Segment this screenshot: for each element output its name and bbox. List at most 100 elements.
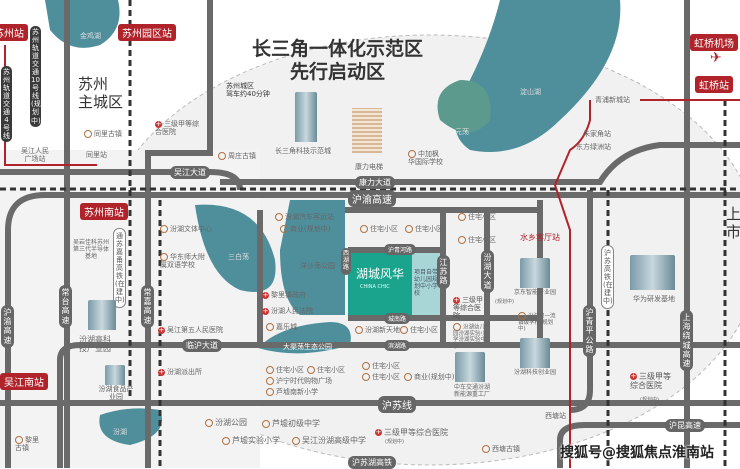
road-huqing: 沪青河路 xyxy=(384,244,417,255)
road-chengnan: 城南路 xyxy=(384,313,411,324)
poi-crrc: 中车交通汾湖新能源重工厂 xyxy=(453,384,490,398)
metro-stop: 西塘站 xyxy=(545,412,566,420)
poi-residential: 住宅小区 xyxy=(362,362,400,370)
road-shanghai-ring: 上海绕城高速 xyxy=(680,310,693,372)
poi-tech-city: 长三角科技示范城 xyxy=(275,147,331,155)
poi-lexiang: 嘉乐城 xyxy=(266,323,297,331)
poi-jd-park: 京东智能产业园 xyxy=(514,289,557,296)
poi-residential: 住宅小区 xyxy=(458,236,496,244)
fenhu-tech2-building-icon xyxy=(520,338,550,368)
poi-gov: 黎里镇政府 xyxy=(262,291,306,299)
poi-fenhu-kinder: 汾湖幼儿园汾湖实验小学汾湖实验中学 xyxy=(453,324,487,350)
poi-school-zx: 中加枫华国际学校 xyxy=(408,150,443,167)
metro-stop: 东方绿洲站 xyxy=(576,143,611,151)
lake-jinji xyxy=(45,0,120,48)
poi-residential: 住宅小区 xyxy=(362,373,400,381)
poi-residential: 住宅小区 xyxy=(266,366,304,374)
poi-residential: 住宅小区 xyxy=(458,213,496,221)
station-wujiang-south[interactable]: 吴江南站 xyxy=(0,373,48,390)
lake-yuandang xyxy=(437,80,491,133)
road-jiangsu: 江苏路 xyxy=(437,255,450,289)
road-linhu: 临沪大道 xyxy=(182,339,222,352)
poi-xitang: 西塘古镇 xyxy=(482,445,520,453)
poi-lucheng-new: 芦墟南新小学 xyxy=(266,388,318,396)
poi-fenhu-culture: 汾湖文体中心 xyxy=(160,225,212,233)
station-hongqiao-airport[interactable]: 虹桥机场 xyxy=(690,34,738,51)
lake-sanbai xyxy=(195,204,276,292)
travel-note: 苏州城区 驾车约40分钟 xyxy=(226,82,270,99)
lake-label: 三白荡 xyxy=(228,253,249,261)
poi-fenhu-tech2: 汾湖科技创业园 xyxy=(514,369,557,376)
poi-yangsha-park: 洋沙荡公园 xyxy=(300,262,335,270)
poi-lili: 黎里古镇 xyxy=(15,436,39,453)
road-xihu: 西湖路 xyxy=(341,248,351,275)
poi-dalai-park: 大渠荡生态公园 xyxy=(283,343,332,351)
poi-residential: 住宅小区 xyxy=(405,225,443,233)
poi-hospital: 三级甲等综合医院 xyxy=(453,296,487,320)
poi-residential: 住宅小区 xyxy=(360,225,398,233)
poi-residential: 住宅小区 xyxy=(307,366,345,374)
poi-commercial: 商业(规划中) xyxy=(404,373,454,381)
crrc-building-icon xyxy=(455,352,485,382)
watermark: 搜狐号@搜狐焦点淮南站 xyxy=(560,445,714,461)
rail-tongsu: 通苏嘉甬高铁(在建中) xyxy=(113,228,126,309)
road-changjia: 常嘉高速 xyxy=(141,285,154,328)
jd-building-icon xyxy=(520,258,550,288)
poi-hospital-note: (规划中) xyxy=(640,397,659,403)
airplane-icon: ✈ xyxy=(710,50,722,66)
lake-dianshan xyxy=(455,0,621,152)
station-suzhou[interactable]: 苏州站 xyxy=(0,24,28,41)
poi-fenhu-tech: 汾湖高科技产业园 xyxy=(79,335,111,354)
lake-label: 元荡 xyxy=(455,128,469,136)
poi-hospital-note: (规划中) xyxy=(385,439,404,445)
poi-hospital-note: (规划中) xyxy=(495,299,514,305)
poi-kangli: 康力电梯 xyxy=(355,163,383,171)
project-block xyxy=(348,250,412,318)
rail-south: 沪苏湖高铁 xyxy=(348,456,396,469)
road-huqingping: 沪青平公路 xyxy=(583,305,596,357)
station-suzhou-south[interactable]: 苏州南站 xyxy=(80,203,128,220)
station-shuixiang[interactable]: 水乡客厅站 xyxy=(520,233,560,242)
district-suzhou: 苏州 主城区 xyxy=(78,75,124,111)
title-line-1: 长三角一体化示范区 xyxy=(252,38,424,60)
poi-residential: 住宅小区 xyxy=(400,326,438,334)
metro-stop: 朱家角站 xyxy=(583,130,611,138)
poi-huawei: 华为研发基地 xyxy=(633,295,675,303)
poi-bus-station: 汾湖汽车客运站 xyxy=(275,213,334,221)
poi-hospital: 三级甲等综合医院 xyxy=(375,428,448,437)
metro-stop: 吴江人民广场站 xyxy=(21,147,49,164)
project-name[interactable]: 湖城风华 xyxy=(355,267,404,281)
poi-hospital: 三级甲等综合医院 xyxy=(630,372,672,390)
poi-tongli: 同里古镇 xyxy=(84,130,122,138)
metro-stop: 青浦新城站 xyxy=(595,96,630,104)
road-husu-line: 沪苏线 xyxy=(378,396,416,413)
road-fenhu-ave: 汾湖大道 xyxy=(481,250,494,293)
poi-wuyan: 吴岩佳科苏州第三代半导体基地 xyxy=(72,239,109,260)
station-suzhou-park[interactable]: 苏州园区站 xyxy=(118,24,176,41)
fenhu-tech-building-icon xyxy=(88,300,116,330)
poi-wujiang-high: 吴江汾湖高级中学 xyxy=(292,436,366,445)
tech-city-building-icon xyxy=(295,92,317,142)
road-kangli-ave: 康力大道 xyxy=(355,176,395,189)
poi-police: 汾湖派出所 xyxy=(158,368,202,376)
project-subname: CHINA CHIC xyxy=(360,284,390,290)
rail-husu: 沪苏高铁(在建中) xyxy=(601,245,614,310)
road-hukun: 沪昆高速 xyxy=(665,419,705,432)
poi-lucheng-mid: 芦墟初级中学 xyxy=(262,419,320,428)
poi-huning-mall: 沪宁时代购物广场 xyxy=(266,377,332,385)
metro-line-4: 苏州轨道交通4号线 xyxy=(1,66,12,143)
poi-commercial: 商业(规划中) xyxy=(280,225,330,233)
poi-food-park: 汾湖食品产业园 xyxy=(98,385,134,402)
road-huyu: 沪渝高速 xyxy=(348,190,396,207)
poi-court: 汾湖人民法院 xyxy=(262,307,313,315)
poi-fenhu-tiandi: 汾湖新天地 xyxy=(355,326,400,334)
huawei-building-icon xyxy=(630,255,675,290)
lake-label: 淀山湖 xyxy=(520,88,541,96)
poi-xuhui-school: 华东师大附属双语学校 xyxy=(160,253,205,270)
metro-line-10: 苏州轨道交通10号线(规划中) xyxy=(30,26,41,127)
station-hongqiao[interactable]: 虹桥站 xyxy=(695,76,733,93)
title-line-2: 先行启动区 xyxy=(290,60,386,83)
road-binhu: 滨湖路 xyxy=(384,340,411,351)
food-park-building-icon xyxy=(105,365,125,385)
